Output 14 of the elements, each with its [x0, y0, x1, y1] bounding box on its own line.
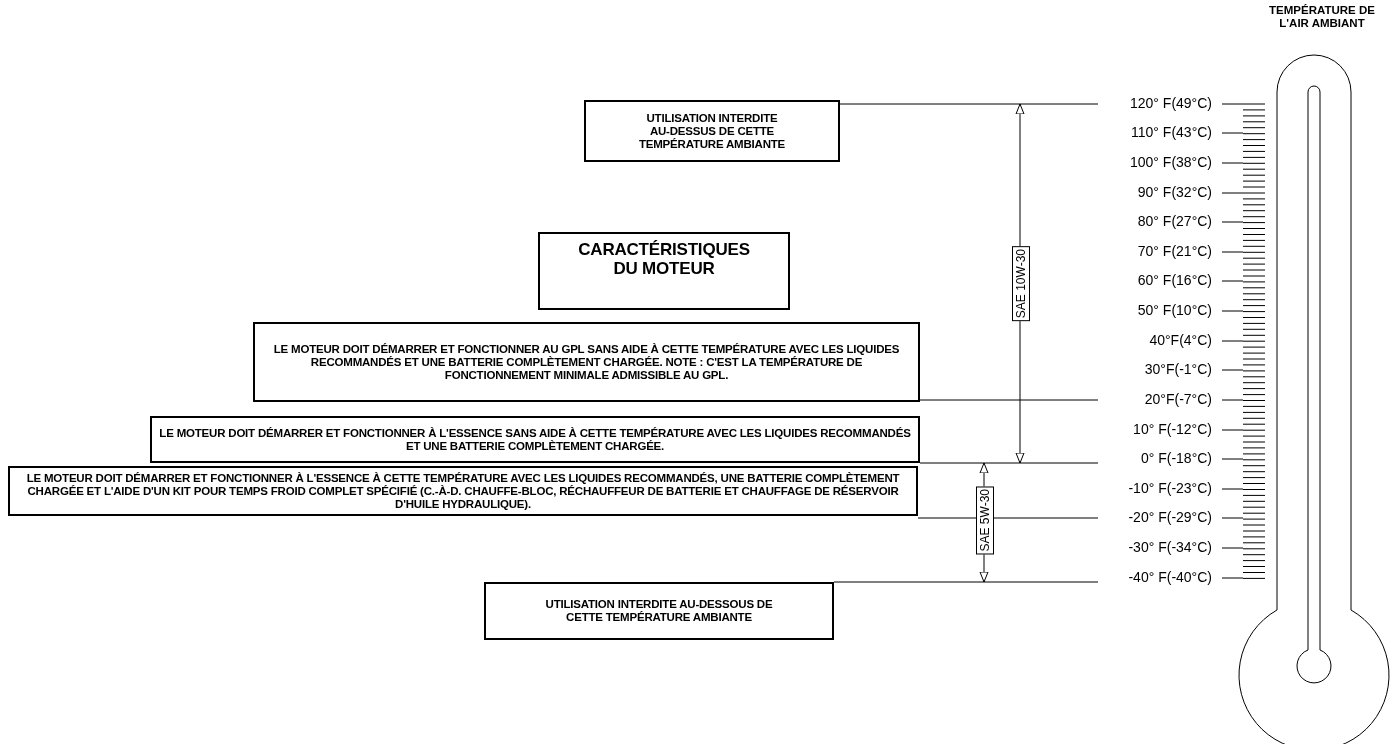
leader-line [919, 399, 1099, 401]
heading-box: CARACTÉRISTIQUES DU MOTEUR [538, 232, 790, 310]
leader-line [917, 517, 1099, 519]
leader-line [833, 581, 1099, 583]
leader-line [839, 103, 1099, 105]
note-box: LE MOTEUR DOIT DÉMARRER ET FONCTIONNER À L'ESSENCE SANS AIDE À CETTE TEMPÉRATURE AVEC LES LIQUIDES RECOMMANDÉS ET UNE BATTERIE COMPLÈTEMENT CHARGÉE. [150, 416, 920, 463]
leader-line [919, 462, 1099, 464]
oil-grade-label: SAE 10W-30 [1012, 246, 1030, 322]
warning-note-box: UTILISATION INTERDITE AU-DESSUS DE CETTE TEMPÉRATURE AMBIANTE [584, 100, 840, 162]
scale-heading: TEMPÉRATURE DE L'AIR AMBIANT [1268, 4, 1376, 30]
warning-note-box: UTILISATION INTERDITE AU-DESSOUS DE CETTE TEMPÉRATURE AMBIANTE [484, 582, 834, 640]
note-box: LE MOTEUR DOIT DÉMARRER ET FONCTIONNER À L'ESSENCE À CETTE TEMPÉRATURE AVEC LES LIQUIDES RECOMMANDÉS, UNE BATTERIE COMPLÈTEMENT CHARGÉE ET L'AIDE D'UN KIT POUR TEMPS FROID COMPLET SPÉCIFIÉ (C.-À-D. CHAUFFE-BLOC, RÉCHAUFFEUR DE BATTERIE ET CHAUFFAGE DE RÉSERVOIR D'HUILE HYDRAULIQUE). [8, 466, 918, 516]
note-box: LE MOTEUR DOIT DÉMARRER ET FONCTIONNER AU GPL SANS AIDE À CETTE TEMPÉRATURE AVEC LES LIQUIDES RECOMMANDÉS ET UNE BATTERIE COMPLÈTEMENT CHARGÉE. NOTE : C'EST LA TEMPÉRATURE DE FONCTIONNEMENT MINIMALE ADMISSIBLE AU GPL. [253, 322, 920, 402]
oil-grade-label: SAE 5W-30 [976, 486, 994, 555]
